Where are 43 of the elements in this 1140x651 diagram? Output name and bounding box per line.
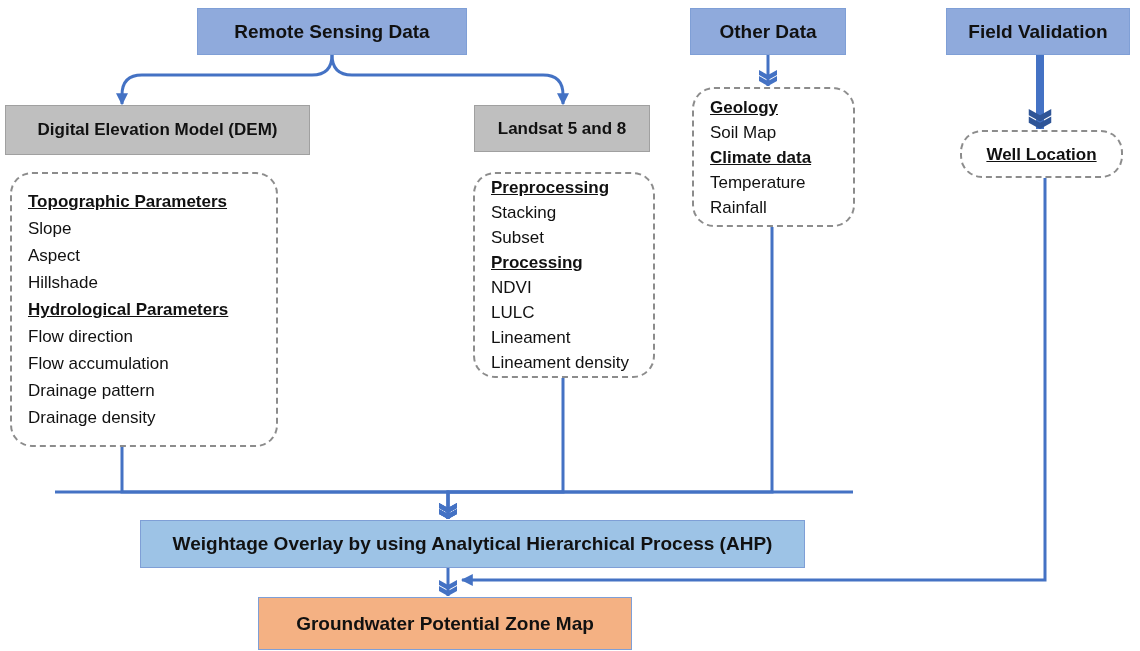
process-box <box>197 8 467 55</box>
list-item: NDVI <box>491 277 532 299</box>
box-title: Digital Elevation Model (DEM) <box>37 120 278 140</box>
heading-text: Hydrological Parameters <box>28 299 229 321</box>
heading-text: Geology <box>710 96 778 119</box>
box-title: Remote Sensing Data <box>234 20 430 43</box>
heading-text: Well Location <box>986 143 1097 166</box>
dashed-list-box <box>10 172 278 447</box>
process-box <box>690 8 846 55</box>
box-title: Field Validation <box>968 20 1108 43</box>
process-box <box>258 597 632 650</box>
process-box <box>5 105 310 155</box>
dashed-list-box <box>473 172 655 378</box>
heading-text: Climate data <box>710 146 812 169</box>
box-title: Weightage Overlay by using Analytical Hierarchical Process (AHP) <box>172 533 773 555</box>
list-item: Aspect <box>28 245 80 267</box>
list-item: Drainage pattern <box>28 380 155 402</box>
heading-text: Topographic Parameters <box>28 191 228 213</box>
list-item: Stacking <box>491 202 557 224</box>
dashed-list-box <box>692 87 855 227</box>
box-title: Other Data <box>719 20 817 43</box>
heading-text: Processing <box>491 252 583 274</box>
arrow <box>330 54 569 106</box>
list-item: Lineament density <box>491 352 629 374</box>
list-item: Subset <box>491 227 544 249</box>
process-box <box>140 520 805 568</box>
arrow <box>116 54 334 106</box>
list-item: Slope <box>28 218 72 240</box>
list-item: Flow direction <box>28 326 133 348</box>
list-item: Flow accumulation <box>28 353 169 375</box>
list-item: Rainfall <box>710 196 767 219</box>
list-item: Drainage density <box>28 407 156 429</box>
process-box <box>474 105 650 152</box>
list-item: Hillshade <box>28 272 98 294</box>
list-item: Soil Map <box>710 121 777 144</box>
list-item: LULC <box>491 302 535 324</box>
heading-text: Preprocessing <box>491 177 610 199</box>
arrow <box>460 178 1047 586</box>
list-item: Temperature <box>710 171 806 194</box>
box-title: Landsat 5 and 8 <box>497 118 627 139</box>
box-title: Groundwater Potential Zone Map <box>296 612 594 635</box>
process-box <box>946 8 1130 55</box>
list-item: Lineament <box>491 327 571 349</box>
